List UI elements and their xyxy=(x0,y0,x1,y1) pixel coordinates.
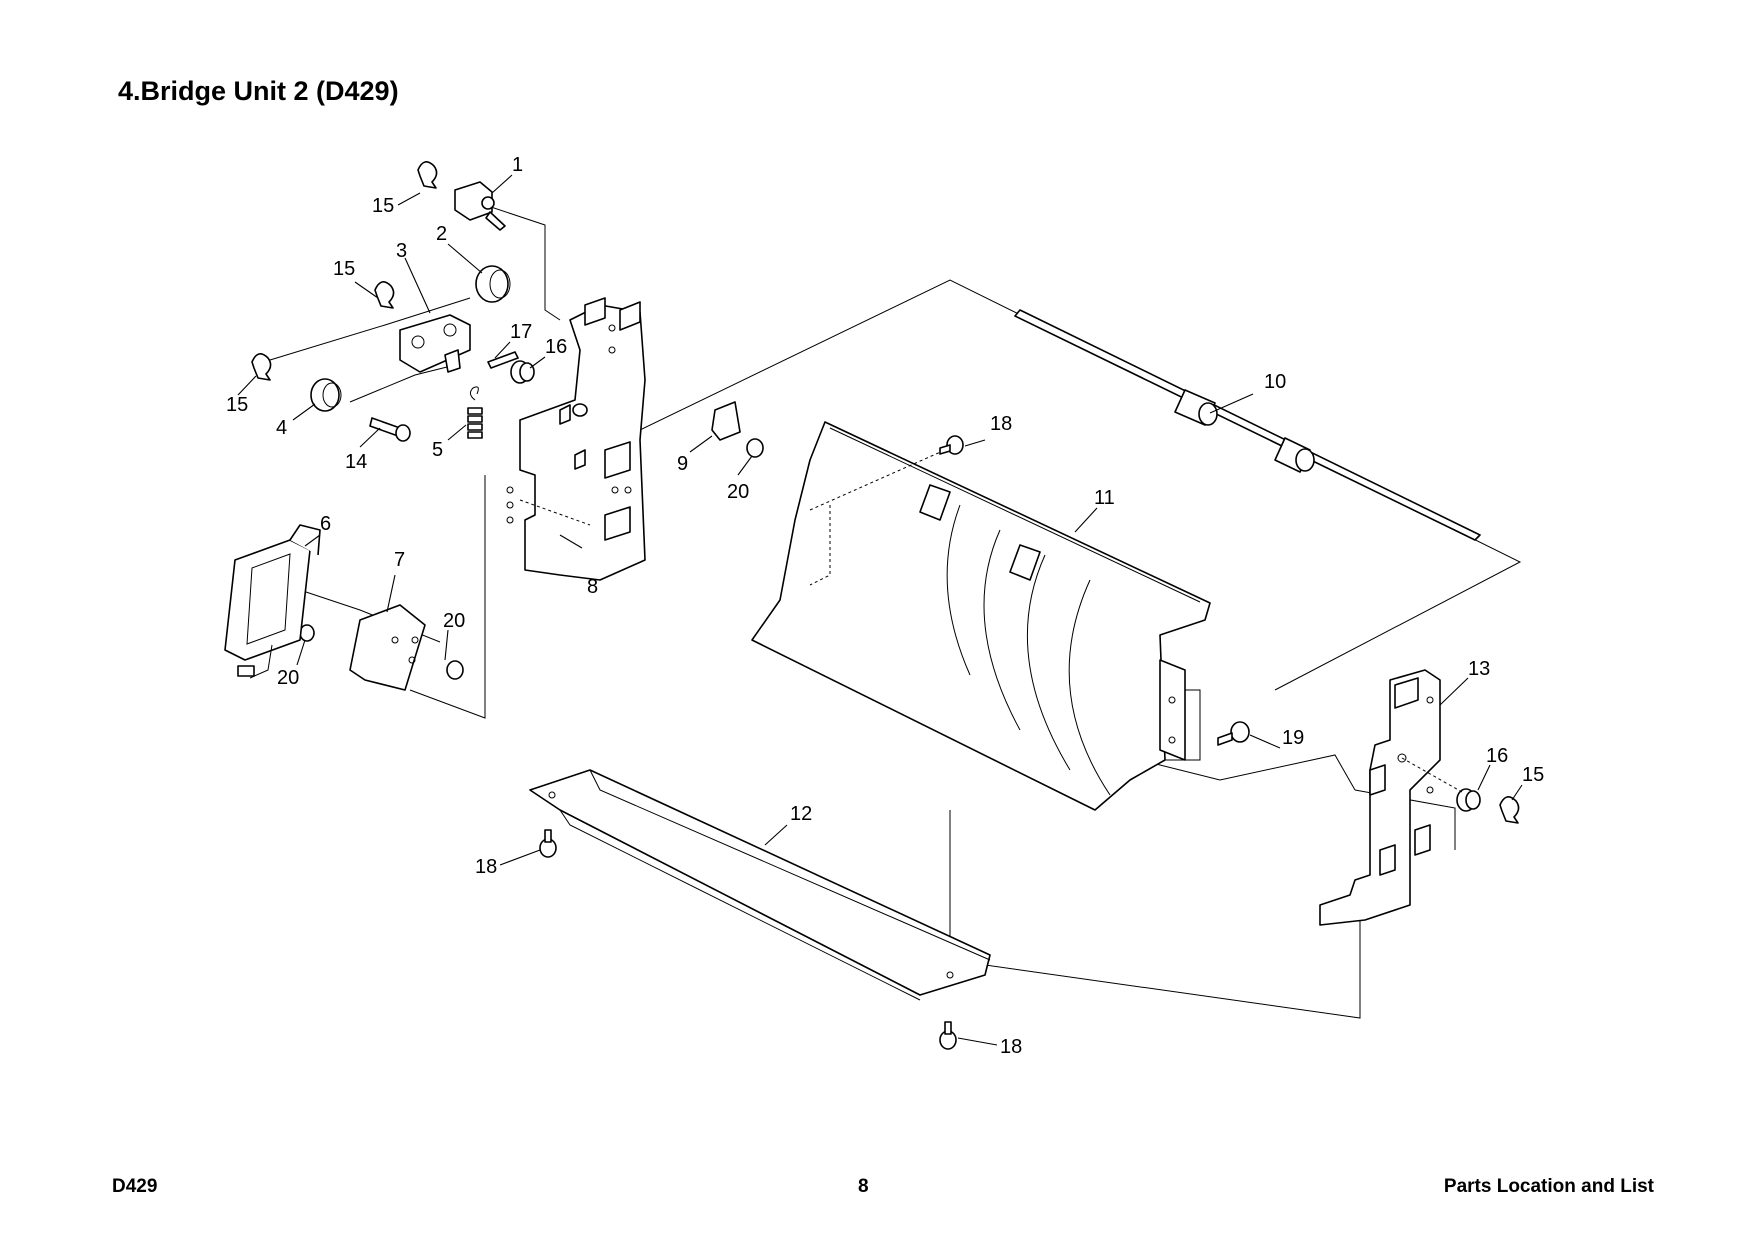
callout-19: 19 xyxy=(1282,727,1304,749)
callout-18a: 18 xyxy=(990,413,1012,435)
part-1-bushing xyxy=(454,181,506,231)
callout-20a: 20 xyxy=(727,481,749,503)
callout-8: 8 xyxy=(587,576,598,598)
callout-15d: 15 xyxy=(1522,764,1544,786)
part-20-screw xyxy=(299,438,764,680)
callout-2: 2 xyxy=(436,223,447,245)
callout-10: 10 xyxy=(1264,371,1286,393)
callout-16a: 16 xyxy=(545,336,567,358)
part-2-gear xyxy=(475,265,511,303)
page-title: 4.Bridge Unit 2 (D429) xyxy=(118,76,399,106)
callout-16b: 16 xyxy=(1486,745,1508,767)
callout-11: 11 xyxy=(1094,487,1115,509)
callout-15b: 15 xyxy=(333,258,355,280)
callout-13: 13 xyxy=(1468,658,1490,680)
part-15-e-ring xyxy=(251,161,1520,824)
part-8-side-frame xyxy=(506,297,646,581)
part-11-guide-plate xyxy=(751,421,1211,811)
part-6-sensor xyxy=(224,524,321,679)
callout-7: 7 xyxy=(394,549,405,571)
callout-18c: 18 xyxy=(1000,1036,1022,1058)
leader-lines xyxy=(237,174,1523,1046)
callout-labels: 1 2 3 4 5 6 7 8 9 10 11 12 13 14 15 15 1… xyxy=(226,154,1544,1058)
part-19-screw xyxy=(1217,721,1250,746)
callout-20c: 20 xyxy=(277,667,299,689)
callout-6: 6 xyxy=(320,513,331,535)
footer-page-number: 8 xyxy=(858,1176,869,1197)
callout-9: 9 xyxy=(677,453,688,475)
part-14-pin xyxy=(369,417,411,442)
part-17-pin xyxy=(487,351,519,369)
callout-18b: 18 xyxy=(475,856,497,878)
part-13-right-frame xyxy=(1319,669,1463,926)
callout-1: 1 xyxy=(512,154,523,176)
footer-section-name: Parts Location and List xyxy=(1443,1176,1654,1197)
part-7-bracket xyxy=(349,604,426,691)
part-5-spring xyxy=(467,386,483,439)
footer-model-code: D429 xyxy=(112,1176,158,1197)
part-12-stay xyxy=(529,769,991,1001)
callout-12: 12 xyxy=(790,803,812,825)
part-3-bracket xyxy=(399,314,471,373)
part-16-bearing xyxy=(510,360,1481,812)
callout-15a: 15 xyxy=(372,195,394,217)
callout-5: 5 xyxy=(432,439,443,461)
callout-3: 3 xyxy=(396,240,407,262)
callout-4: 4 xyxy=(276,417,287,439)
callout-15c: 15 xyxy=(226,394,248,416)
callout-14: 14 xyxy=(345,451,367,473)
callout-20b: 20 xyxy=(443,610,465,632)
callout-17: 17 xyxy=(510,321,532,343)
part-10-roller-shaft xyxy=(1014,309,1481,541)
part-4-gear xyxy=(310,378,342,412)
part-9-clip xyxy=(711,401,741,441)
part-18-screw xyxy=(539,435,964,1050)
